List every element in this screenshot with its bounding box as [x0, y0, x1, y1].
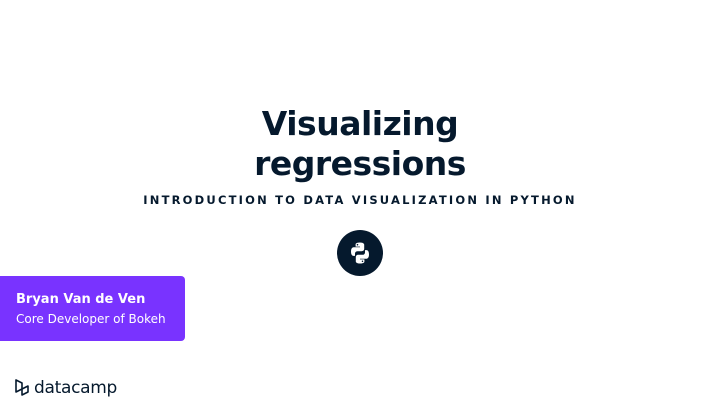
course-title: INTRODUCTION TO DATA VISUALIZATION IN PY…: [143, 193, 577, 207]
datacamp-wordmark: datacamp: [34, 378, 118, 398]
author-name: Bryan Van de Ven: [16, 292, 146, 307]
datacamp-brand: datacamp: [14, 376, 117, 400]
author-card: Bryan Van de Ven Core Developer of Bokeh: [0, 276, 185, 341]
slide-title-line-2: regressions: [254, 144, 466, 183]
slide-title-line-1: Visualizing: [261, 104, 459, 143]
python-logo-icon: [351, 242, 369, 264]
datacamp-logo-icon: [15, 379, 29, 396]
author-role: Core Developer of Bokeh: [16, 312, 166, 326]
python-logo-badge: [337, 230, 383, 276]
slide-title: Visualizing regressions: [0, 104, 720, 184]
